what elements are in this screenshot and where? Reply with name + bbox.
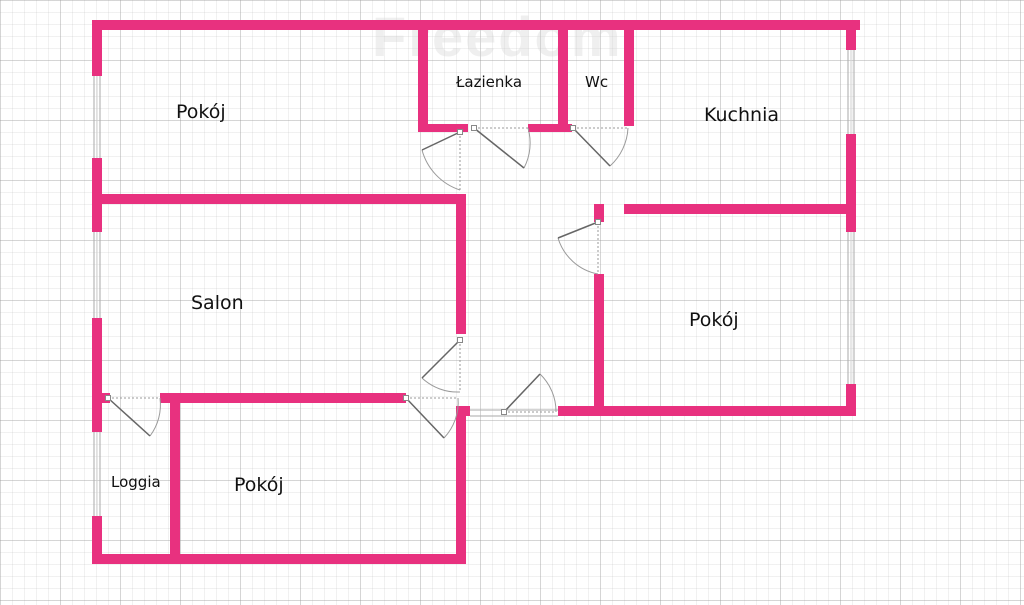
- wall-segment-24: [160, 393, 406, 403]
- door-swing-2: [609, 127, 629, 167]
- wall-segment-12: [594, 406, 856, 416]
- room-label-pokoj-top-left: Pokój: [176, 101, 226, 123]
- door-leaf-5: [405, 397, 445, 439]
- door-leaf-0: [421, 131, 461, 151]
- watermark-logo: Freedom: [372, 5, 623, 68]
- wall-segment-7: [456, 406, 470, 416]
- room-label-salon: Salon: [191, 292, 244, 314]
- wall-segment-21: [594, 204, 604, 222]
- room-label-pokoj-right: Pokój: [689, 309, 739, 331]
- wall-segment-4: [92, 516, 102, 564]
- room-label-kuchnia: Kuchnia: [704, 104, 780, 126]
- door-swing-0: [421, 149, 461, 191]
- door-swing-1: [523, 127, 531, 169]
- wall-segment-18: [558, 20, 568, 132]
- wall-segment-5: [92, 554, 466, 564]
- room-label-lazienka: Łazienka: [456, 73, 523, 91]
- windows: [93, 50, 855, 518]
- wall-segment-6: [456, 406, 466, 564]
- wall-segment-13: [92, 194, 466, 204]
- door-hinge-7: [105, 395, 111, 401]
- door-swing-6: [539, 373, 557, 413]
- door-leaf-3: [557, 221, 599, 239]
- room-label-pokoj-bottom: Pokój: [234, 474, 284, 496]
- door-hinge-5: [403, 395, 409, 401]
- door-hinge-6: [501, 409, 507, 415]
- door-leaf-2: [572, 127, 611, 167]
- wall-segment-20: [624, 204, 856, 214]
- wall-segment-19: [624, 20, 634, 126]
- wall-segment-8: [558, 406, 600, 416]
- wall-segment-14: [456, 194, 466, 334]
- wall-segment-11: [846, 384, 856, 416]
- wall-segment-9: [846, 20, 856, 50]
- door-leaf-6: [503, 373, 541, 413]
- door-swing-3: [557, 237, 599, 275]
- wall-segment-22: [594, 274, 604, 416]
- door-hinge-3: [595, 219, 601, 225]
- door-leaf-1: [473, 127, 525, 169]
- door-hinge-0: [457, 129, 463, 135]
- door-leaf-4: [421, 339, 461, 379]
- door-hinge-2: [570, 125, 576, 131]
- walls: [92, 20, 860, 564]
- door-hinge-4: [457, 337, 463, 343]
- door-swing-5: [443, 397, 459, 439]
- door-swing-4: [421, 377, 461, 393]
- room-label-wc: Wc: [585, 73, 609, 91]
- wall-segment-1: [92, 20, 102, 76]
- wall-segment-0: [92, 20, 860, 30]
- door-hinge-1: [471, 125, 477, 131]
- doors: [105, 125, 629, 439]
- door-swing-7: [149, 397, 161, 437]
- wall-segment-10: [846, 134, 856, 232]
- wall-segment-17: [528, 124, 572, 132]
- wall-segment-3: [92, 318, 102, 432]
- door-leaf-7: [107, 397, 151, 437]
- room-label-loggia: Loggia: [111, 473, 161, 491]
- wall-segment-16: [418, 124, 468, 132]
- wall-segment-25: [170, 393, 180, 557]
- wall-segment-15: [418, 20, 428, 132]
